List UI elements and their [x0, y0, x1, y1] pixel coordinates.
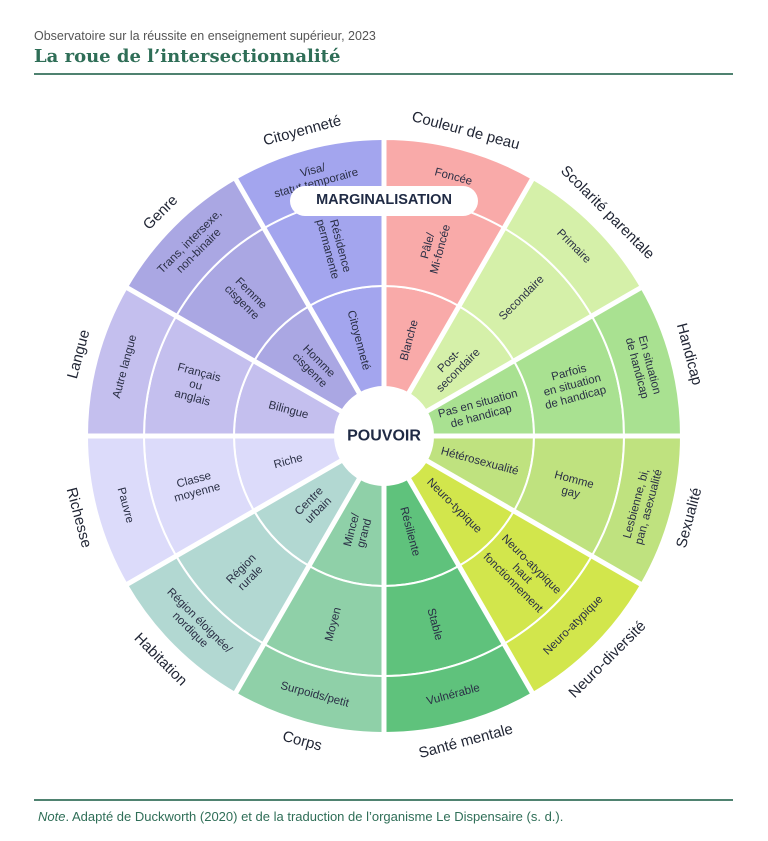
page-title: La roue de l’intersectionnalité: [34, 46, 341, 67]
sector-divider: [232, 176, 363, 396]
sector-divider: [124, 457, 344, 588]
sector-neuro-diversit-: Neuro-typiqueNeuro-atypiquehautfonctionn…: [406, 458, 643, 695]
category-label: Corps: [281, 728, 324, 755]
footer-divider: [34, 799, 733, 801]
note-text: . Adapté de Duckworth (2020) et de la tr…: [65, 809, 564, 824]
header-divider: [34, 73, 733, 75]
center-label-power: POUVOIR: [347, 428, 421, 445]
note-label: Note: [38, 809, 66, 824]
category-label: Handicap: [673, 321, 706, 387]
outer-label-marginalisation: MARGINALISATION: [316, 192, 452, 208]
report-subtitle: Observatoire sur la réussite en enseigne…: [34, 29, 376, 43]
sector-divider: [405, 476, 536, 696]
category-label: Langue: [64, 328, 93, 381]
cell-label-line: gay: [560, 485, 581, 501]
sector-divider: [405, 176, 536, 396]
marginalisation-pill: [290, 186, 478, 216]
center-circle: [334, 386, 434, 486]
sector-divider: [232, 476, 363, 696]
sector-divider: [424, 284, 644, 415]
category-label: Sexualité: [673, 486, 705, 550]
category-label: Richesse: [63, 486, 95, 550]
sector-divider: [424, 457, 644, 588]
source-note: Note. Adapté de Duckworth (2020) et de l…: [38, 809, 563, 824]
sector-divider: [124, 284, 344, 415]
cell-label-line: ou: [188, 378, 203, 393]
